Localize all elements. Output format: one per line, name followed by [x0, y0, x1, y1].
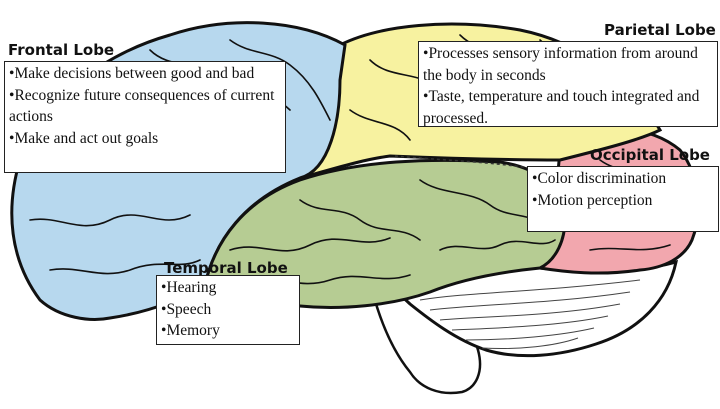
- cerebellum-folds: [419, 279, 641, 349]
- temporal-bullet: Speech: [161, 299, 295, 321]
- temporal-lobe-bullets: Hearing Speech Memory: [161, 277, 295, 342]
- frontal-lobe-info-box: Make decisions between good and bad Reco…: [4, 61, 286, 173]
- parietal-bullet: Processes sensory information from aroun…: [423, 43, 713, 86]
- frontal-lobe-title: Frontal Lobe: [8, 41, 115, 59]
- occipital-bullet: Motion perception: [532, 190, 714, 212]
- temporal-bullet: Hearing: [161, 277, 295, 299]
- temporal-bullet: Memory: [161, 320, 295, 342]
- frontal-lobe-bullets: Make decisions between good and bad Reco…: [9, 63, 281, 149]
- occipital-lobe-title: Occipital Lobe: [590, 146, 710, 164]
- occipital-lobe-info-box: Color discrimination Motion perception: [527, 166, 719, 232]
- parietal-lobe-bullets: Processes sensory information from aroun…: [423, 43, 713, 129]
- occipital-bullet: Color discrimination: [532, 168, 714, 190]
- frontal-bullet: Recognize future consequences of current…: [9, 85, 281, 128]
- lobe-boundary-dashed: [394, 155, 531, 169]
- parietal-bullet: Taste, temperature and touch integrated …: [423, 86, 713, 129]
- occipital-lobe-bullets: Color discrimination Motion perception: [532, 168, 714, 211]
- parietal-lobe-title: Parietal Lobe: [604, 21, 716, 39]
- frontal-bullet: Make decisions between good and bad: [9, 63, 281, 85]
- temporal-lobe-title: Temporal Lobe: [164, 259, 288, 277]
- parietal-lobe-info-box: Processes sensory information from aroun…: [418, 41, 718, 127]
- temporal-lobe-info-box: Hearing Speech Memory: [156, 275, 300, 345]
- frontal-bullet: Make and act out goals: [9, 128, 281, 150]
